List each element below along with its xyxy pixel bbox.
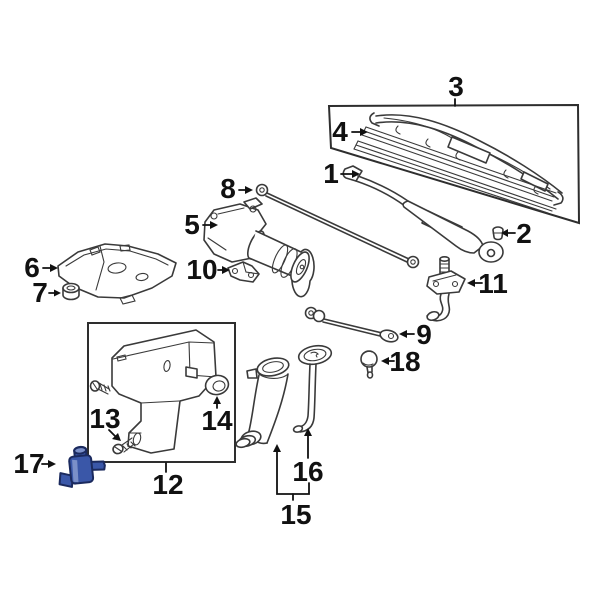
callout-14[interactable]: 14 bbox=[201, 396, 233, 436]
callout-14-label: 14 bbox=[201, 405, 233, 436]
callout-5-label: 5 bbox=[184, 209, 200, 240]
wiper-arm bbox=[342, 165, 504, 263]
callout-11-label: 11 bbox=[478, 268, 508, 299]
wiper-blade-assembly bbox=[369, 112, 564, 206]
callout-9[interactable]: 9 bbox=[399, 319, 432, 350]
callout-3-label: 3 bbox=[448, 71, 464, 102]
callout-10-label: 10 bbox=[186, 254, 217, 285]
callout-1-label: 1 bbox=[323, 158, 339, 189]
motor-bracket bbox=[227, 261, 260, 283]
callout-15[interactable]: 15 bbox=[273, 444, 312, 530]
callout-15-label: 15 bbox=[280, 499, 311, 530]
filler-tube bbox=[235, 357, 290, 449]
callout-5[interactable]: 5 bbox=[184, 209, 218, 240]
callout-16[interactable]: 16 bbox=[292, 428, 324, 487]
washer-pump-highlighted[interactable] bbox=[56, 444, 107, 488]
callout-13[interactable]: 13 bbox=[89, 403, 121, 441]
reservoir-screw-lower bbox=[112, 437, 136, 455]
callout-12-label: 12 bbox=[152, 469, 183, 500]
callout-7[interactable]: 7 bbox=[32, 277, 61, 308]
cowl-grommet bbox=[62, 282, 80, 301]
callout-11[interactable]: 11 bbox=[467, 268, 508, 299]
callout-6[interactable]: 6 bbox=[24, 252, 58, 283]
linkage-rod-short bbox=[304, 306, 399, 343]
callout-2-label: 2 bbox=[516, 218, 532, 249]
callout-3[interactable]: 3 bbox=[448, 71, 464, 107]
reservoir-screw-upper bbox=[89, 380, 111, 395]
callout-13-label: 13 bbox=[89, 403, 120, 434]
callout-2[interactable]: 2 bbox=[501, 218, 532, 249]
washer-reservoir bbox=[111, 329, 217, 454]
callout-17-label: 17 bbox=[13, 448, 44, 479]
wiper-motor bbox=[203, 197, 315, 298]
callout-4[interactable]: 4 bbox=[332, 116, 368, 147]
linkage-rod-long bbox=[255, 183, 420, 269]
callout-4-label: 4 bbox=[332, 116, 348, 147]
callout-17[interactable]: 17 bbox=[13, 448, 56, 479]
callout-9-label: 9 bbox=[416, 319, 432, 350]
callout-12[interactable]: 12 bbox=[152, 462, 184, 500]
callout-7-label: 7 bbox=[32, 277, 48, 308]
callout-6-label: 6 bbox=[24, 252, 40, 283]
callout-16-label: 16 bbox=[292, 456, 323, 487]
callout-8[interactable]: 8 bbox=[220, 173, 253, 204]
reservoir-grommet bbox=[204, 374, 230, 396]
callout-10[interactable]: 10 bbox=[186, 254, 230, 285]
wiper-blade-refill bbox=[353, 126, 557, 214]
callout-8-label: 8 bbox=[220, 173, 236, 204]
callout-18[interactable]: 18 bbox=[381, 346, 421, 377]
filler-neck bbox=[292, 344, 333, 433]
pivot-assembly bbox=[426, 255, 466, 322]
blade-group-box bbox=[327, 103, 581, 225]
washer-nozzle bbox=[360, 350, 378, 379]
callout-1[interactable]: 1 bbox=[323, 158, 360, 189]
